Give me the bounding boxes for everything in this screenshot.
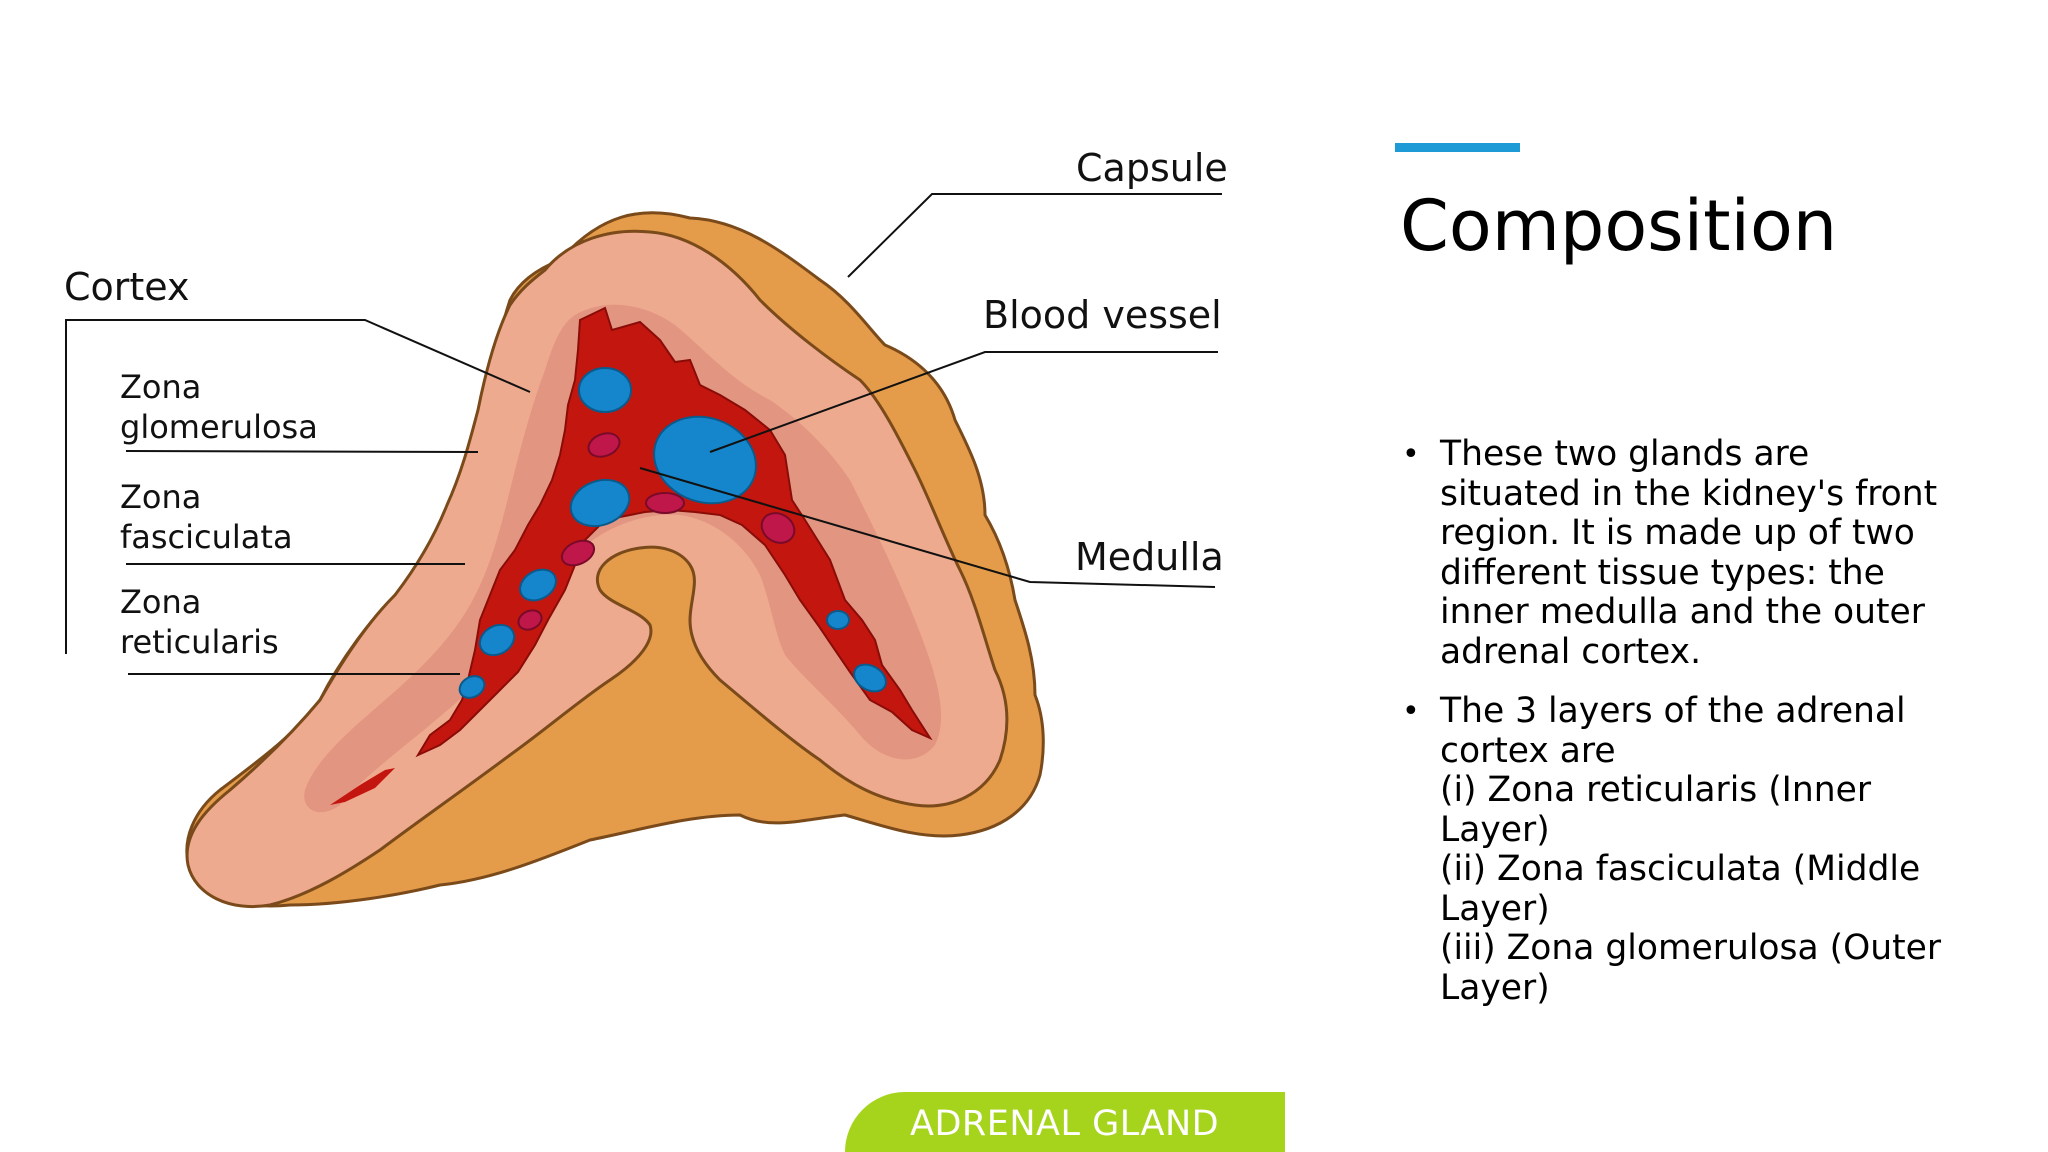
zona-glomerulosa-leader — [125, 450, 479, 453]
bullet-line: situated in the kidney's front — [1440, 473, 1938, 514]
bullet-line: cortex are — [1440, 730, 1616, 771]
bullet-line: inner medulla and the outer — [1440, 592, 1925, 632]
adrenal-gland-diagram: Capsule Cortex Blood vessel Zona glomeru… — [64, 146, 1228, 909]
footer-tab: ADRENAL GLAND — [845, 1092, 1285, 1152]
zona-reticularis-label-line1: Zona — [120, 583, 201, 621]
bullet-item: • The 3 layers of the adrenal cortex are… — [1400, 691, 1960, 1008]
vessel-large — [653, 415, 757, 505]
cortex-label: Cortex — [64, 265, 190, 309]
vessel — [853, 663, 887, 693]
bullet-dot-icon: • — [1402, 437, 1420, 472]
vessel — [578, 367, 632, 413]
blood-vessel-label: Blood vessel — [983, 293, 1222, 337]
small-vessel — [517, 609, 543, 631]
vessel — [569, 478, 631, 528]
vessel — [478, 623, 516, 657]
bullet-line: (iii) Zona glomerulosa (Outer — [1440, 928, 1942, 968]
small-vessel — [587, 432, 621, 458]
zona-reticularis-label-line2: reticularis — [120, 623, 279, 661]
bullet-line: Layer) — [1440, 888, 1550, 929]
small-vessels — [517, 432, 796, 631]
bullet-line: different tissue types: the — [1440, 552, 1885, 593]
small-vessel — [645, 492, 685, 514]
bullet-line: The 3 layers of the adrenal — [1440, 691, 1906, 731]
zona-glomerulosa-label-line2: glomerulosa — [120, 408, 318, 446]
vessel — [519, 568, 557, 602]
bullet-dot-icon: • — [1402, 694, 1420, 729]
medulla-sliver — [330, 768, 395, 805]
bullet-line: (i) Zona reticularis (Inner — [1440, 770, 1871, 810]
blood-vessels — [458, 367, 887, 699]
vessel — [458, 675, 486, 699]
small-vessel — [560, 539, 596, 567]
medulla-leader — [639, 467, 1216, 588]
bullet-list: • These two glands are situated in the k… — [1400, 434, 1960, 1028]
blood-vessel-leader — [709, 351, 1218, 453]
slide-title: Composition — [1400, 185, 1838, 267]
capsule-leader — [847, 193, 1222, 278]
bullet-line: Layer) — [1440, 967, 1550, 1008]
cortex-leader — [65, 319, 531, 654]
footer-label: ADRENAL GLAND — [910, 1104, 1220, 1144]
capsule-label: Capsule — [1076, 146, 1228, 190]
bullet-line: (ii) Zona fasciculata (Middle — [1440, 849, 1921, 889]
vessel — [826, 610, 850, 630]
bullet-line: region. It is made up of two — [1440, 513, 1915, 553]
zona-fasciculata-label-line1: Zona — [120, 478, 201, 516]
medulla-core — [415, 306, 933, 758]
small-vessel — [760, 512, 796, 544]
bullet-line: adrenal cortex. — [1440, 631, 1702, 672]
medulla-label: Medulla — [1075, 535, 1224, 579]
bullet-line: These two glands are — [1440, 434, 1810, 474]
bullet-line: Layer) — [1440, 809, 1550, 850]
zona-fasciculata-label-line2: fasciculata — [120, 518, 293, 556]
zona-glomerulosa-label-line1: Zona — [120, 368, 201, 406]
leader-lines — [65, 193, 1222, 675]
title-accent-bar — [1395, 143, 1520, 152]
bullet-item: • These two glands are situated in the k… — [1400, 434, 1960, 672]
